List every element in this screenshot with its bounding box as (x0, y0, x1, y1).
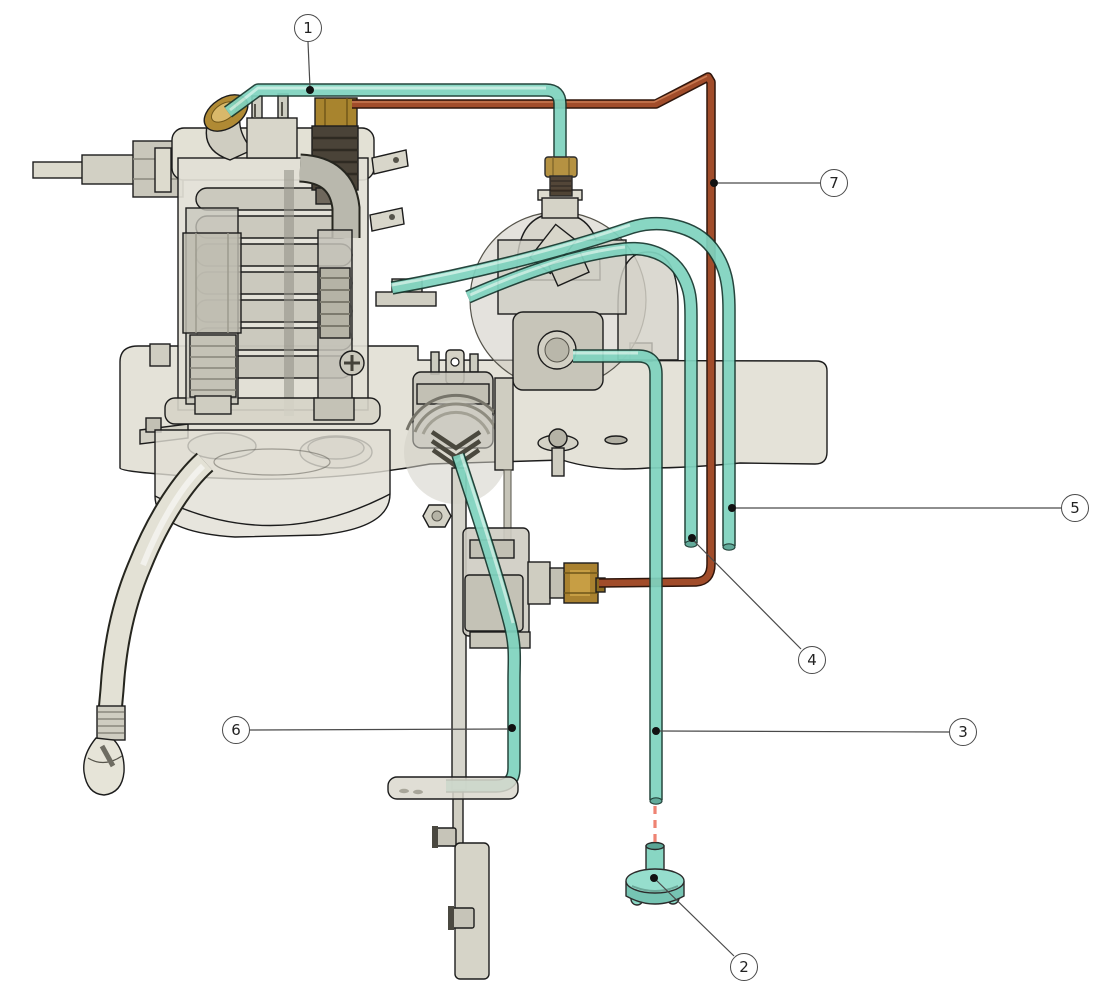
pump-inlet-block (404, 349, 514, 559)
group-head-drum (154, 429, 391, 538)
callout-4: 4 (798, 646, 826, 674)
callout-1-label: 1 (303, 19, 313, 37)
callout-2-label: 2 (739, 958, 749, 976)
callout-7-label: 7 (829, 174, 839, 192)
callout-5: 5 (1061, 494, 1089, 522)
callout-2: 2 (730, 953, 758, 981)
terminal-block (246, 93, 298, 159)
copper-tube (352, 72, 716, 588)
callout-3-label: 3 (958, 723, 968, 741)
tube-5 (390, 217, 736, 551)
heating-element-rod (32, 161, 86, 179)
callout-4-label: 4 (807, 651, 817, 669)
callout-6: 6 (222, 716, 250, 744)
brass-nut (563, 562, 606, 604)
callout-6-label: 6 (231, 721, 241, 739)
tube-clamp-bar (387, 776, 519, 800)
steam-wand (83, 452, 214, 796)
tube-1 (224, 83, 578, 197)
callout-7: 7 (820, 169, 848, 197)
callout-3: 3 (949, 718, 977, 746)
spade-terminal (369, 207, 405, 232)
callout-1: 1 (294, 14, 322, 42)
lower-bracket (432, 789, 490, 980)
spade-terminal (371, 149, 409, 175)
tube-4 (465, 241, 698, 548)
leader-lines (249, 41, 1061, 957)
callout-5-label: 5 (1070, 499, 1080, 517)
tube-3 (573, 349, 663, 805)
shower-screen (625, 841, 685, 906)
